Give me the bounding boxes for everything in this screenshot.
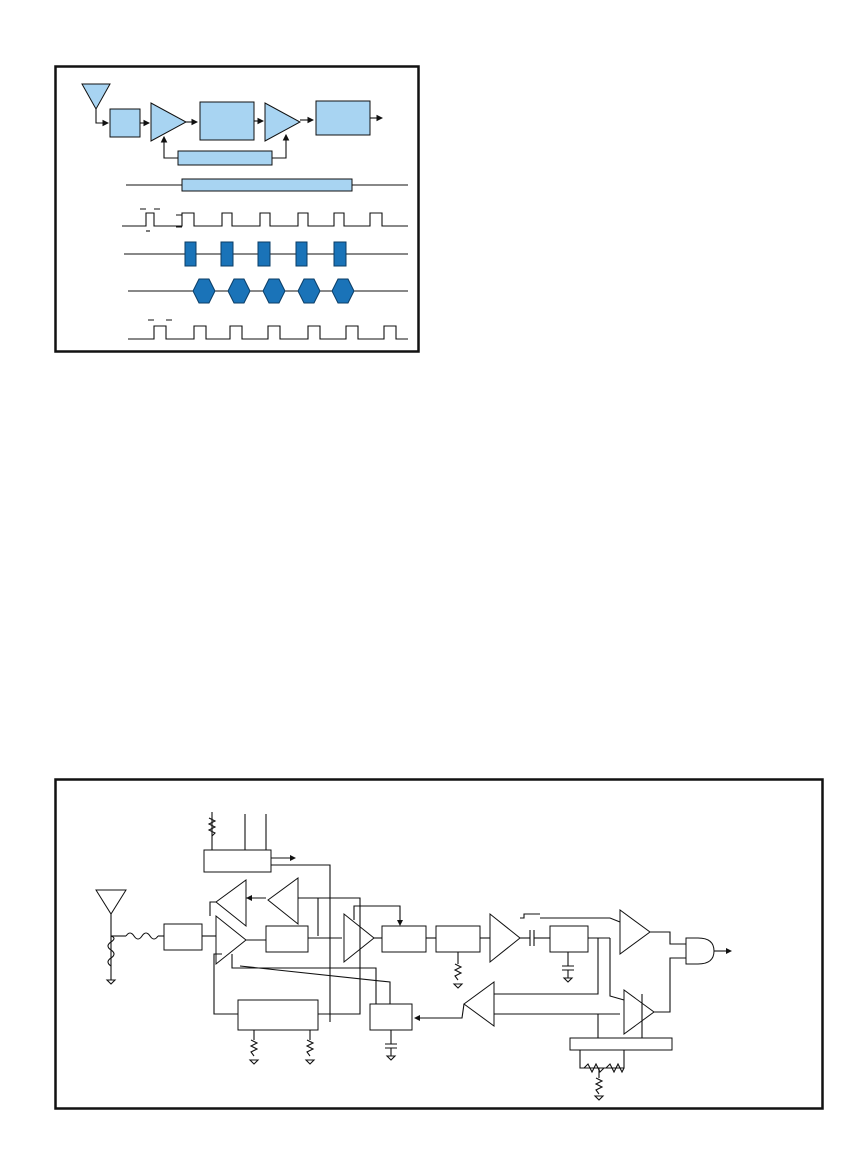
pulse-3 bbox=[257, 241, 271, 267]
symbol-row bbox=[192, 278, 355, 304]
symbol-5 bbox=[331, 278, 355, 304]
pulse-2 bbox=[220, 241, 234, 267]
comparator-1-icon bbox=[619, 909, 651, 955]
antenna-icon bbox=[95, 889, 127, 915]
resistor-demod bbox=[453, 963, 463, 981]
pulse-5 bbox=[333, 241, 347, 267]
feedback-block bbox=[177, 150, 273, 166]
pll-block bbox=[237, 999, 319, 1031]
schematic-figure bbox=[54, 778, 824, 1110]
slicer-block bbox=[549, 925, 589, 953]
amplifier-1-icon bbox=[150, 102, 188, 142]
resistor-bias-1 bbox=[583, 1062, 605, 1074]
control-block bbox=[203, 849, 272, 873]
symbol-1 bbox=[192, 278, 216, 304]
clock-waveform bbox=[122, 212, 408, 227]
detector-block bbox=[199, 101, 255, 141]
mixer-block bbox=[265, 925, 309, 953]
resistor-pll-1 bbox=[249, 1039, 259, 1057]
resistor-pll-2 bbox=[305, 1039, 315, 1057]
coil-to-ground bbox=[107, 935, 115, 967]
schematic-svg bbox=[54, 778, 824, 1110]
agc-amp-1-icon bbox=[215, 879, 247, 928]
timing-diagram-svg bbox=[54, 65, 420, 353]
data-amp-icon bbox=[489, 912, 521, 964]
resistor-top bbox=[207, 817, 217, 837]
output-block bbox=[315, 100, 371, 136]
symbol-4 bbox=[297, 278, 321, 304]
demod-block bbox=[435, 925, 481, 953]
symbol-3 bbox=[262, 278, 286, 304]
agc-amp-2-icon bbox=[267, 877, 299, 926]
input-inductor bbox=[125, 932, 159, 940]
bias-network-block bbox=[569, 1037, 673, 1051]
and-gate-icon bbox=[685, 937, 715, 965]
comparator-2-icon bbox=[623, 989, 655, 1035]
pulse-4 bbox=[295, 241, 308, 267]
peak-detect-block bbox=[369, 1003, 413, 1031]
lna-amp-icon bbox=[215, 914, 247, 966]
input-filter-block bbox=[163, 923, 203, 951]
pulse-1 bbox=[184, 241, 197, 267]
amplifier-2-icon bbox=[264, 102, 302, 142]
if-amp-icon bbox=[343, 912, 375, 964]
antenna-icon bbox=[81, 83, 111, 111]
input-filter-block bbox=[109, 108, 141, 138]
output-clock-waveform bbox=[128, 325, 408, 340]
symbol-2 bbox=[227, 278, 251, 304]
resistor-bias-3 bbox=[594, 1077, 604, 1095]
timing-diagram-figure bbox=[54, 65, 420, 353]
feedback-amp-icon bbox=[463, 981, 495, 1027]
if-filter-block bbox=[381, 925, 427, 953]
gate-window-bar bbox=[181, 178, 353, 192]
resistor-bias-2 bbox=[605, 1062, 625, 1074]
